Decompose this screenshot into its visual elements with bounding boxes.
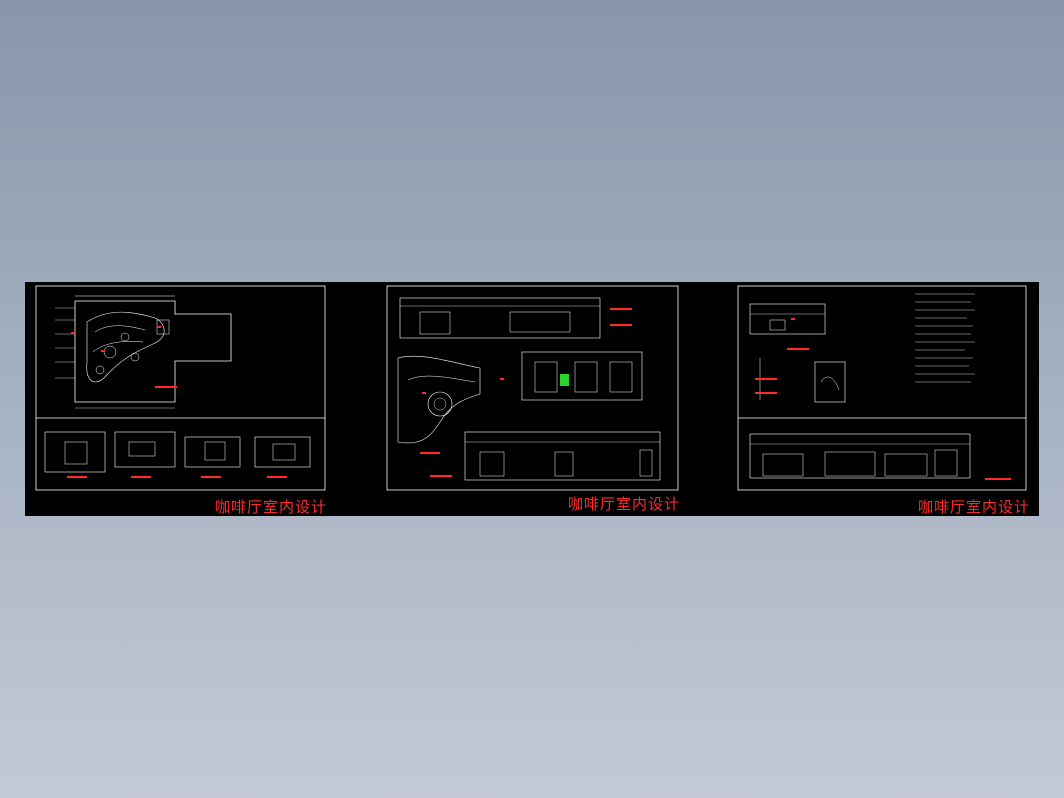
- sheet-2-title: 咖啡厅室内设计: [568, 495, 681, 513]
- cad-drawing-canvas: 咖啡厅室内设计: [25, 282, 1039, 516]
- sheet-3-border: [737, 285, 1027, 491]
- sheet-1-drawing: [35, 285, 326, 491]
- sheet-3-drawing: [737, 285, 1027, 491]
- highlight-mark: [560, 374, 569, 386]
- sheet-1-title: 咖啡厅室内设计: [215, 498, 328, 516]
- sheet-2-border: [386, 285, 679, 491]
- sheet-3-title: 咖啡厅室内设计: [918, 498, 1031, 516]
- sheet-1-border: [35, 285, 326, 491]
- floor-plan-outline: [74, 300, 232, 403]
- sheet-2-drawing: [386, 285, 679, 491]
